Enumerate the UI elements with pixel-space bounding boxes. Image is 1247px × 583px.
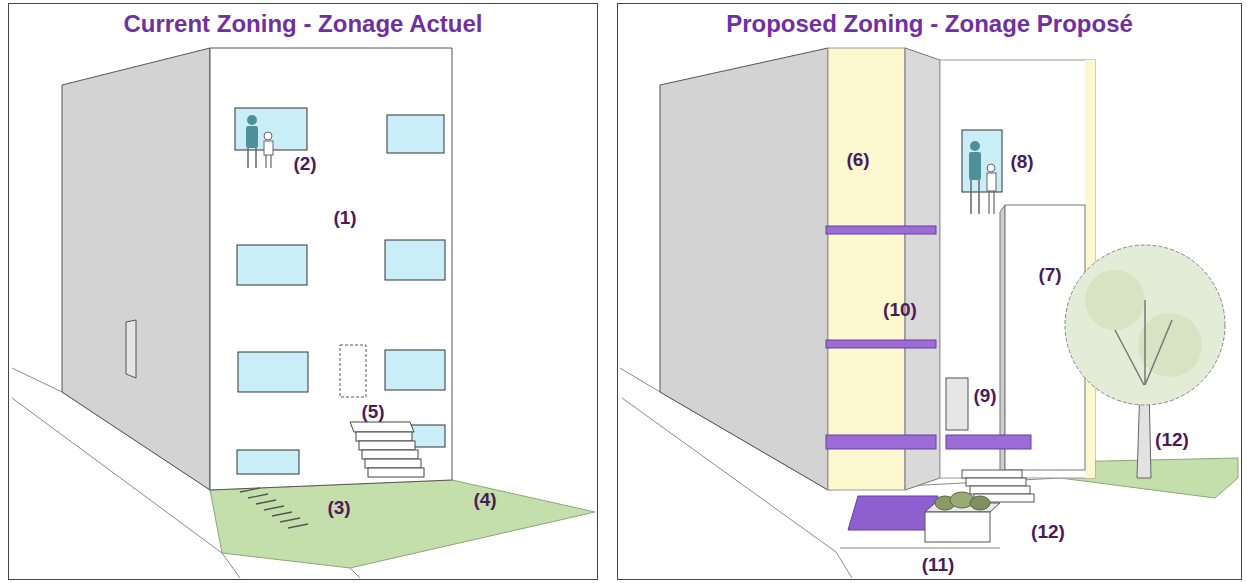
- adult-leg: [970, 180, 972, 214]
- building-front-wall: [210, 48, 452, 490]
- stair-step: [356, 432, 412, 441]
- child-head: [987, 164, 995, 172]
- hatch-line: [272, 512, 292, 516]
- window: [385, 240, 445, 280]
- hatch-line: [240, 488, 260, 492]
- front-lawn: [210, 480, 595, 568]
- callout-number: (12): [1155, 430, 1189, 451]
- adult-leg: [255, 148, 257, 168]
- stair-step: [365, 459, 421, 468]
- child-body: [264, 141, 273, 155]
- adult-body: [969, 152, 981, 180]
- zoning-panel: Proposed Zoning - Zonage Proposé: [617, 3, 1242, 580]
- sidewalk-line: [836, 552, 852, 578]
- stair-step: [966, 478, 1026, 486]
- hatch-line: [264, 506, 284, 510]
- canopy-shade: [1085, 270, 1145, 330]
- people-figures: [246, 115, 273, 168]
- people-figures: [969, 141, 996, 214]
- yellow-facade-band: [828, 48, 905, 490]
- canopy-shade: [1138, 313, 1202, 377]
- callout-number: (7): [1038, 265, 1061, 286]
- callout-number: (4): [473, 490, 496, 511]
- child-body: [987, 173, 996, 191]
- stair-step: [962, 470, 1022, 478]
- tree-branch: [1145, 320, 1172, 385]
- balcony-slab: [826, 435, 936, 449]
- sidewalk-line: [222, 553, 240, 578]
- adult-head: [970, 141, 980, 151]
- windows: [235, 108, 445, 474]
- facade-recess: [905, 48, 940, 490]
- addition-side: [1000, 205, 1005, 474]
- stair-step: [368, 468, 424, 477]
- basement-window: [237, 450, 299, 474]
- adult-head: [247, 115, 257, 125]
- callout-number: (1): [333, 208, 356, 229]
- window: [238, 352, 308, 392]
- sidewalk-line: [350, 568, 360, 578]
- adult-body: [246, 126, 258, 148]
- tree-branch: [1115, 330, 1144, 385]
- callout-number: (10): [883, 300, 917, 321]
- balcony-slab: [826, 226, 936, 234]
- street-tree: [1065, 245, 1225, 478]
- front-stairs: [350, 422, 424, 477]
- window: [387, 115, 444, 153]
- glass-door: [946, 378, 968, 430]
- balcony-slab: [826, 340, 936, 348]
- hatch-line: [288, 524, 308, 528]
- child-leg: [988, 191, 989, 214]
- balcony-slab: [946, 435, 1031, 449]
- callout-number: (2): [293, 154, 316, 175]
- adult-leg: [247, 148, 249, 168]
- sidewalk-line: [620, 368, 660, 392]
- callout-number: (11): [922, 555, 955, 576]
- panel-title: Proposed Zoning - Zonage Proposé: [618, 4, 1241, 38]
- stair-step: [359, 441, 415, 450]
- sidewalk-line: [12, 368, 62, 392]
- zoning-panel: Current Zoning - Zonage Actuel: [8, 3, 598, 580]
- side-door: [126, 320, 136, 378]
- child-leg: [270, 155, 271, 168]
- tree-canopy: [1065, 245, 1225, 405]
- callout-number: (9): [973, 386, 996, 407]
- callout-number: (12): [1031, 522, 1065, 543]
- child-leg: [265, 155, 266, 168]
- panel-title: Current Zoning - Zonage Actuel: [9, 4, 597, 38]
- stair-landing: [350, 422, 414, 432]
- window: [237, 245, 307, 285]
- callout-number: (6): [846, 150, 869, 171]
- shrub: [970, 496, 990, 510]
- building-side-wall: [660, 48, 828, 490]
- child-leg: [993, 191, 994, 214]
- callout-number: (5): [361, 402, 384, 423]
- tree-branch: [1144, 300, 1146, 385]
- stair-step: [970, 486, 1030, 494]
- front-door: [340, 345, 366, 397]
- hatch-line: [256, 500, 276, 504]
- callout-number: (8): [1010, 152, 1033, 173]
- child-head: [264, 132, 272, 140]
- building-front-wall: [940, 60, 1095, 478]
- building-side-wall: [62, 48, 210, 490]
- hatch-line: [280, 518, 300, 522]
- balconies: [826, 226, 1031, 449]
- callout-number: (3): [327, 498, 350, 519]
- hatch-line: [248, 494, 268, 498]
- window: [385, 350, 445, 390]
- window: [962, 130, 1002, 192]
- sidewalk-line: [840, 548, 1000, 549]
- stair-step: [362, 450, 418, 459]
- parking-hatch: [240, 488, 308, 528]
- adult-leg: [978, 180, 980, 214]
- planter: [925, 492, 1000, 542]
- planter-box: [925, 512, 990, 542]
